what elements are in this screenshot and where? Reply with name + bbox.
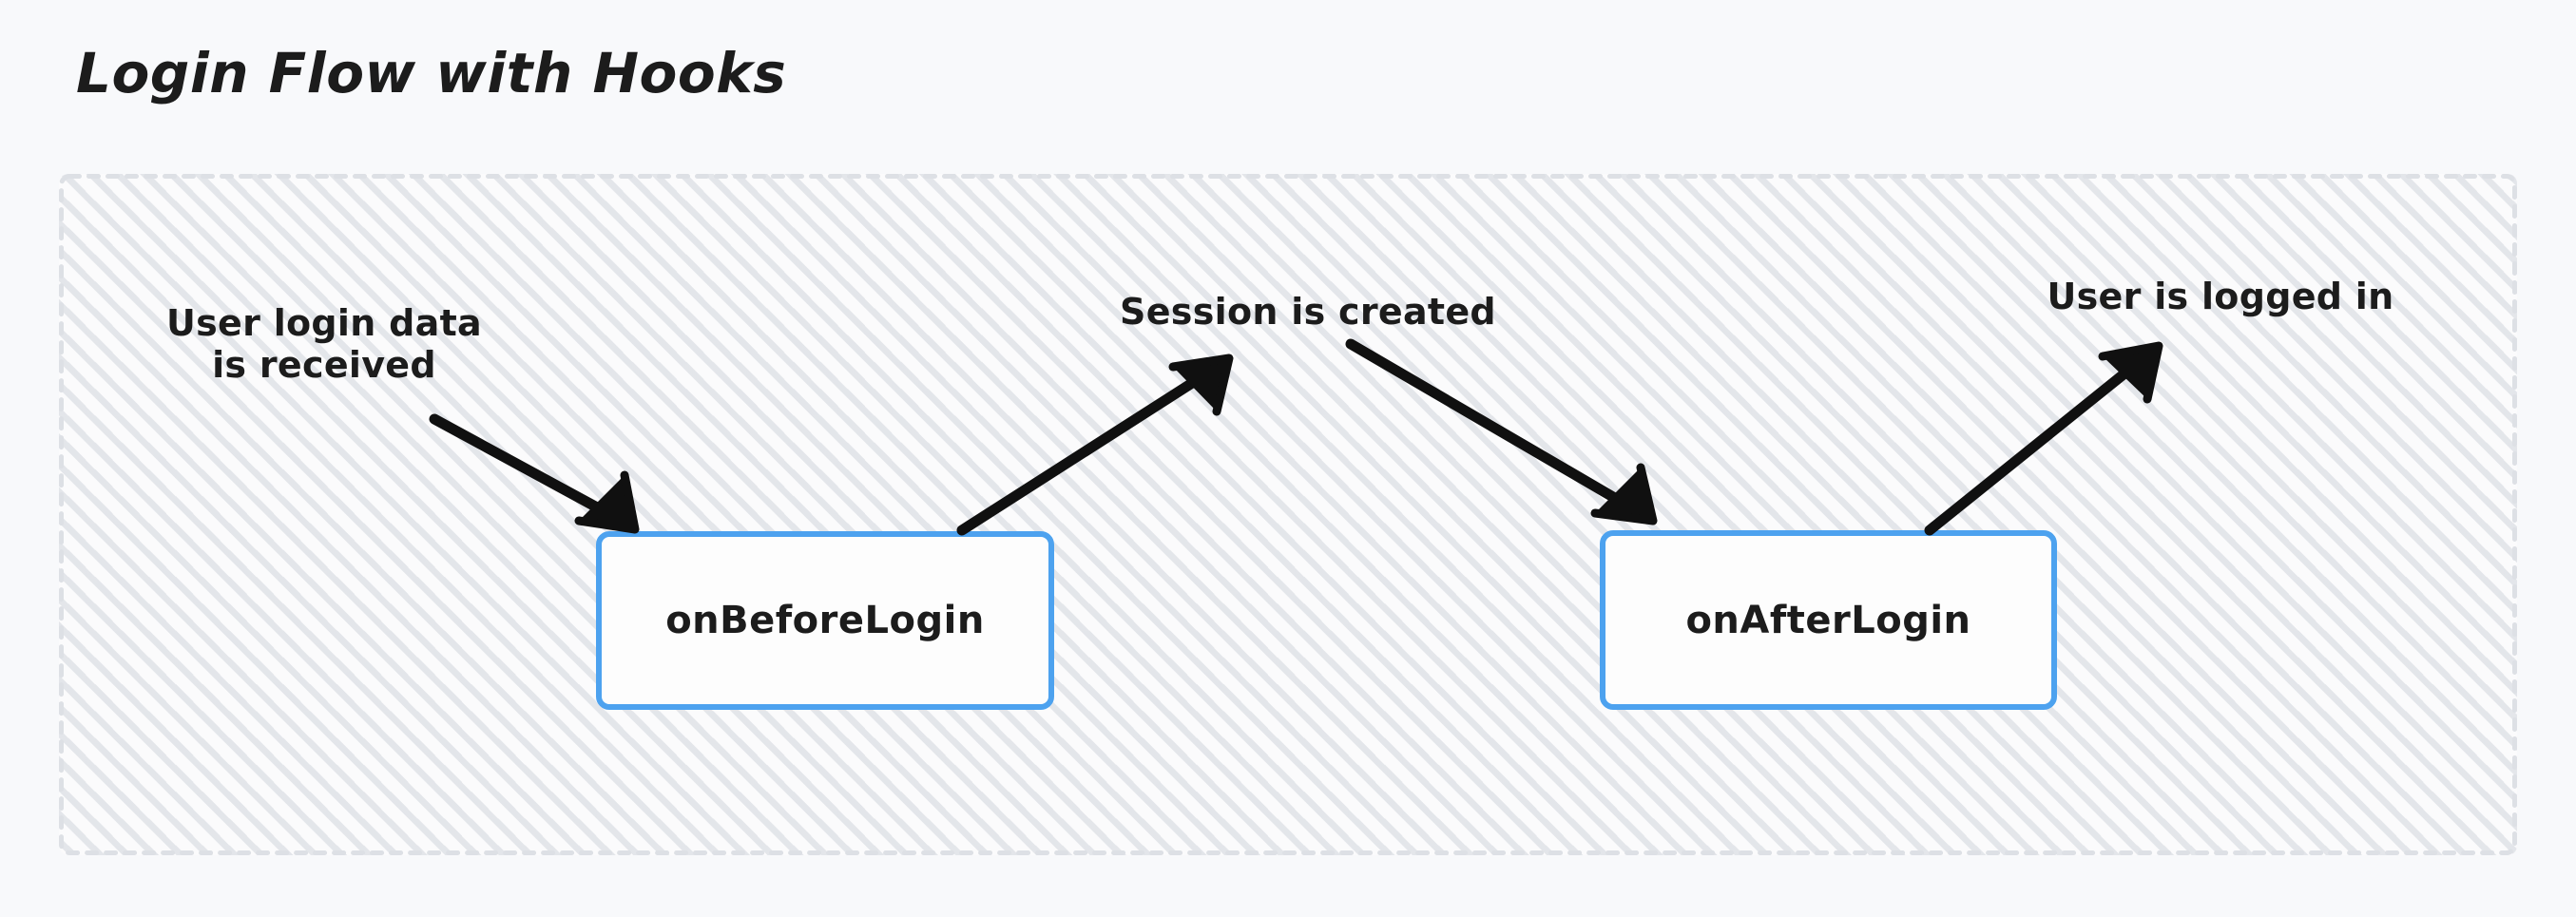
hook-node-on-before-login[interactable]: onBeforeLogin [596,531,1054,710]
annotation-user-login-data: User login data is received [165,302,482,387]
hook-node-label: onBeforeLogin [665,599,985,642]
hook-node-label: onAfterLogin [1685,598,1971,642]
page-title: Login Flow with Hooks [76,41,787,105]
hook-node-on-after-login[interactable]: onAfterLogin [1600,530,2057,710]
annotation-session-created: Session is created [1120,291,1496,333]
annotation-user-logged-in: User is logged in [2047,276,2394,317]
